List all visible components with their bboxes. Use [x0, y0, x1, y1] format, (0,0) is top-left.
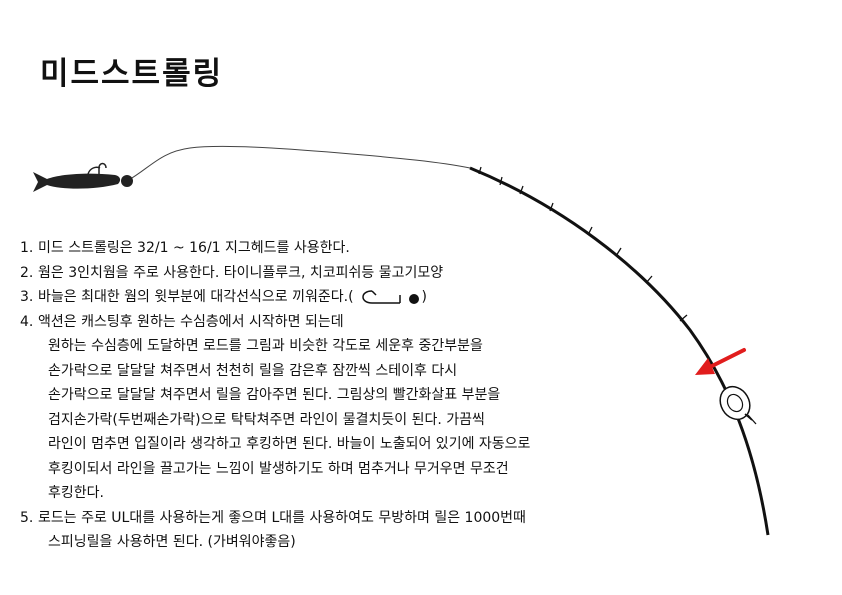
step-text: 액션은 캐스팅후 원하는 수심층에서 시작하면 되는데: [38, 313, 344, 330]
step-number: 4.: [20, 313, 34, 330]
inline-jighead-icon: [361, 290, 419, 304]
paren-close: ): [421, 289, 427, 305]
fish-icon: [33, 166, 121, 192]
step-text: 라인이 멈추면 입질이라 생각하고 후킹하면 된다. 바늘이 노출되어 있기에 …: [48, 436, 531, 452]
step-number: 5.: [20, 509, 34, 526]
step-text: 스피닝릴을 사용하면 된다. (가벼워야좋음): [48, 534, 296, 550]
instruction-step: 2. 웜은 3인치웜을 주로 사용한다. 타이니플루크, 치코피쉬등 물고기모양: [20, 261, 740, 286]
step-number: 2.: [20, 264, 34, 281]
fishing-line: [126, 145, 471, 182]
step-text: 미드 스트롤링은 32/1 ~ 16/1 지그헤드를 사용한다.: [38, 240, 350, 256]
step-text-row: 바늘은 최대한 웜의 윗부분에 대각선식으로 끼워준다.( ): [38, 285, 740, 310]
jighead-icon: [98, 162, 133, 187]
step-text: 바늘은 최대한 웜의 윗부분에 대각선식으로 끼워준다.: [38, 289, 349, 305]
fishing-rod: [469, 166, 770, 536]
step-text: 로드는 주로 UL대를 사용하는게 좋으며 L대를 사용하여도 무방하며 릴은 …: [38, 509, 526, 526]
instruction-list: 1. 미드 스트롤링은 32/1 ~ 16/1 지그헤드를 사용한다. 2. 웜…: [20, 236, 740, 555]
step-text: 손가락으로 달달달 쳐주면서 천천히 릴을 감은후 잠깐씩 스테이후 다시: [48, 362, 458, 379]
step-text: 후킹한다.: [48, 485, 104, 501]
spinning-reel-icon: [719, 385, 757, 425]
instruction-step: 4. 액션은 캐스팅후 원하는 수심층에서 시작하면 되는데 원하는 수심층에 …: [20, 310, 740, 506]
red-arrow: [695, 348, 746, 375]
instruction-step: 5. 로드는 주로 UL대를 사용하는게 좋으며 L대를 사용하여도 무방하며 …: [20, 506, 740, 555]
step-text: 원하는 수심층에 도달하면 로드를 그림과 비슷한 각도로 세운후 중간부분을: [48, 338, 483, 354]
instruction-step: 3. 바늘은 최대한 웜의 윗부분에 대각선식으로 끼워준다.( ): [20, 285, 740, 310]
instruction-step: 1. 미드 스트롤링은 32/1 ~ 16/1 지그헤드를 사용한다.: [20, 236, 740, 261]
step-text: 검지손가락(두번째손가락)으로 탁탁쳐주면 라인이 물결치듯이 된다. 가끔씩: [48, 411, 485, 428]
step-number: 3.: [20, 289, 34, 305]
paren-open: (: [348, 289, 354, 305]
step-text: 손가락으로 달달달 쳐주면서 릴을 감아주면 된다. 그림상의 빨간화살표 부분…: [48, 387, 501, 403]
page-title: 미드스트롤링: [40, 56, 224, 92]
step-text: 후킹이되서 라인을 끌고가는 느낌이 발생하기도 하며 멈추거나 무거우면 무조…: [48, 460, 509, 477]
step-text: 웜은 3인치웜을 주로 사용한다. 타이니플루크, 치코피쉬등 물고기모양: [38, 264, 444, 281]
step-number: 1.: [20, 240, 34, 256]
